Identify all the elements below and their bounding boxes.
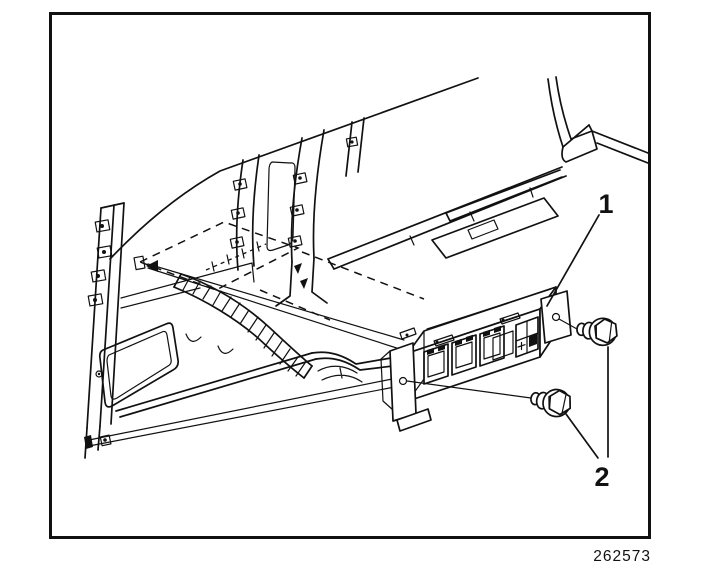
callout-1-leader: [546, 214, 600, 307]
module-connectors: [423, 325, 505, 385]
dashed-position-outline: [138, 221, 425, 321]
pillar-clips: [87, 219, 113, 447]
figure-border: [49, 12, 651, 539]
callout-1: 1: [546, 189, 614, 307]
clip-hook: [217, 345, 234, 354]
dash-top-edge: [109, 77, 479, 260]
screw-axis-top: [558, 318, 578, 330]
screw-top: [576, 317, 618, 347]
glove-box-opening: [98, 322, 179, 408]
instrument-panel: [84, 76, 649, 459]
wiring-harness: [173, 273, 313, 379]
screw-axis-bottom: [406, 380, 532, 399]
left-pillar: [84, 202, 255, 459]
mounting-flange-right: [540, 290, 572, 344]
module-label-area: [492, 330, 514, 361]
right-pillar: [345, 117, 365, 177]
dash-lower-edge: [327, 166, 567, 270]
alignment-guides: [84, 255, 407, 449]
callout-1-label: 1: [598, 189, 613, 219]
screw-bottom: [530, 388, 572, 418]
mounting-bracket-left: [380, 342, 432, 432]
lower-rail: [115, 351, 394, 418]
clip-hook: [185, 333, 202, 342]
center-pillar: [229, 129, 328, 307]
module-grid-panel: [515, 316, 539, 358]
callout-2: 2: [565, 346, 610, 492]
figure-number: 262573: [593, 548, 651, 565]
a-pillar-end: [547, 76, 649, 164]
callout-2-leader-diagonal: [565, 413, 599, 459]
control-module: [380, 286, 578, 432]
callout-2-label: 2: [594, 462, 609, 492]
